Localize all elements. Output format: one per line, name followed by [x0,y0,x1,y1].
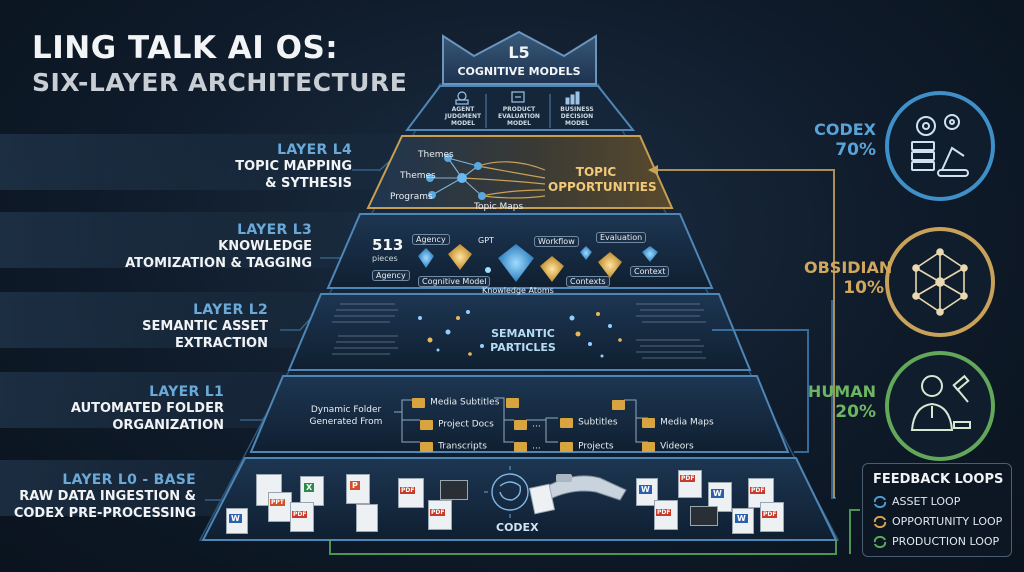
word-doc-icon: W [732,508,754,534]
folder-videors: Videors [642,436,694,455]
title-line-1: LING TALK AI OS: [32,30,339,66]
knowledge-atoms-caption: Knowledge Atoms [482,286,554,295]
l5-name: COGNITIVE MODELS [457,65,581,78]
folder-icon [514,441,527,452]
video-file-icon [440,480,468,500]
semantic-particles [332,303,706,359]
agent-icon [455,91,469,105]
codex-circle [885,91,995,201]
feedback-loops-title: FEEDBACK LOOPS [873,472,1004,487]
tag-context: Context [630,266,670,277]
folder-transcripts: Transcripts [420,436,487,455]
label-layer-l4: LAYER L4 TOPIC MAPPING& SYTHESIS [235,142,352,191]
handoff-document-icon [528,483,556,515]
person-gavel-icon [910,374,971,431]
business-chart-icon [565,91,580,105]
pdf-doc-icon: PDF [678,470,702,498]
production-loop-item: PRODUCTION LOOP [873,535,999,549]
folder-media-maps: Media Maps [642,412,714,431]
folder-media-subtitles: Media Subtitles [412,392,499,411]
folder-unnamed-2 [612,394,625,413]
tag-contexts: Contexts [566,276,610,287]
loop-arrows-icon [873,495,887,509]
feedback-loops-legend: FEEDBACK LOOPS ASSET LOOP OPPORTUNITY LO… [862,463,1012,557]
codex-engine-label: CODEX [496,521,539,534]
document-page-icon [356,504,378,532]
powerpoint-doc-icon: P [346,474,370,504]
folder-projects: Projects [560,436,614,455]
ppt-doc-icon: PPT [268,492,292,522]
l5-code: L5 [508,43,530,62]
folder-icon [514,419,527,430]
folder-icon [506,397,519,408]
folder-project-docs: Project Docs [420,414,494,433]
folder-icon [560,441,573,452]
word-doc-icon: W [226,508,248,534]
atom-count-unit: pieces [372,254,398,263]
l4-node-programs: Programs [390,192,433,202]
title-line-2: SIX-LAYER ARCHITECTURE [32,68,408,97]
folder-icon [420,419,433,430]
l4-node-themes-2: Themes [400,171,436,181]
folder-icon [412,397,425,408]
label-layer-l0: LAYER L0 - BASE RAW DATA INGESTION &CODE… [13,472,196,521]
folder-icon [560,417,573,428]
video-file-icon [690,506,718,526]
folder-ellipsis-2: ... [514,436,541,455]
folder-icon [642,441,655,452]
pdf-doc-icon: PDF [428,500,452,530]
folder-ellipsis-1: ... [514,414,541,433]
robot-arm-icon [537,474,627,501]
obsidian-circle [885,227,995,337]
product-icon [511,91,525,103]
pdf-doc-icon: PDF [290,502,314,532]
gear-server-icon [911,114,969,177]
asset-loop-item: ASSET LOOP [873,495,960,509]
tag-agency-1: Agency [412,234,450,245]
graph-network-icon [912,248,968,316]
opportunity-loop-item: OPPORTUNITY LOOP [873,515,1002,529]
tag-gpt: GPT [478,236,494,245]
tag-cognitive-model: Cognitive Model [418,276,491,287]
folder-icon [642,417,655,428]
atom-count: 513 [372,236,404,254]
pdf-doc-icon: PDF [760,502,784,532]
knowledge-atom-gems [418,244,658,282]
folder-unnamed-1 [506,392,519,411]
folder-icon [612,399,625,410]
word-doc-icon: W [636,478,658,506]
loop-arrows-icon [873,535,887,549]
tag-agency-2: Agency [372,270,410,281]
folder-icon [420,441,433,452]
human-circle [885,351,995,461]
pdf-doc-icon: PDF [654,500,678,530]
folder-subtitles: Subtitles [560,412,618,431]
tag-evaluation: Evaluation [596,232,647,243]
l4-node-themes-1: Themes [418,150,454,160]
loop-arrows-icon [873,515,887,529]
l4-node-topic-maps: Topic Maps [474,202,524,212]
pdf-doc-icon: PDF [398,478,424,508]
tag-workflow: Workflow [534,236,579,247]
